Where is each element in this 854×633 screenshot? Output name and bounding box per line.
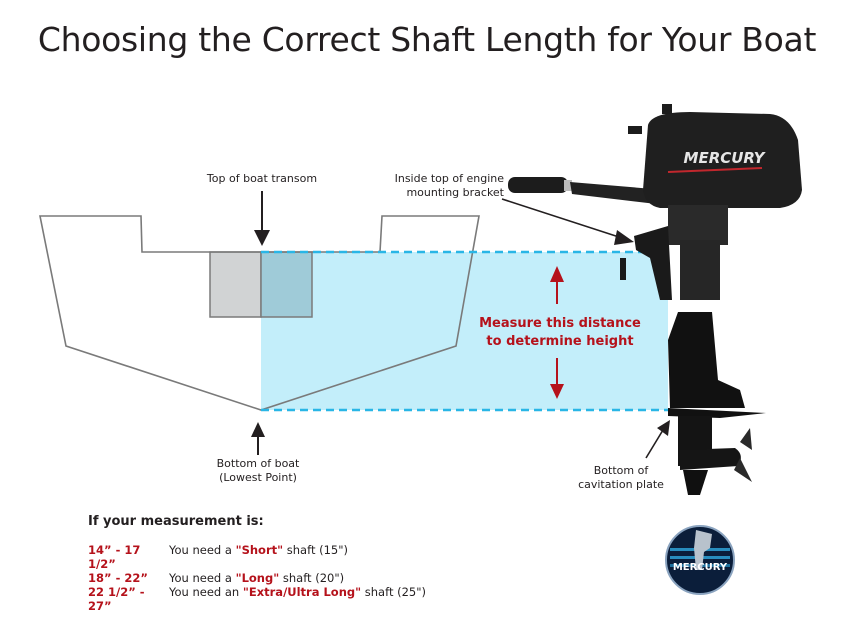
measurement-area xyxy=(261,252,668,410)
row-text: You need a "Short" shaft (15") xyxy=(169,543,348,557)
transom-block xyxy=(209,251,262,318)
svg-text:MERCURY: MERCURY xyxy=(684,149,767,167)
table-row: 14” - 17 1/2” You need a "Short" shaft (… xyxy=(88,543,426,571)
row-text: You need an "Extra/Ultra Long" shaft (25… xyxy=(169,585,427,599)
svg-text:MERCURY: MERCURY xyxy=(673,562,728,573)
label-cavitation: Bottom of cavitation plate xyxy=(566,464,676,492)
boat-hull-outline xyxy=(39,215,480,411)
page-title: Choosing the Correct Shaft Length for Yo… xyxy=(37,20,817,59)
table-heading: If your measurement is: xyxy=(88,514,264,529)
label-text: Top of boat transom xyxy=(206,172,318,185)
mercury-logo: MERCURY xyxy=(665,525,735,595)
outboard-engine-image: MERCURY xyxy=(508,104,802,495)
measure-text: to determine height xyxy=(486,334,634,349)
measure-text: Measure this distance xyxy=(479,316,641,331)
label-text: Bottom of boat xyxy=(216,457,300,470)
label-transom-top: Top of boat transom xyxy=(195,172,329,186)
label-text: (Lowest Point) xyxy=(219,471,297,484)
label-bracket: Inside top of engine mounting bracket xyxy=(380,172,504,200)
row-text: You need a "Long" shaft (20") xyxy=(169,571,345,585)
range-value: 22 1/2” - 27” xyxy=(88,585,145,613)
measure-instruction: Measure this distance to determine heigh… xyxy=(470,315,650,351)
table-row: 18” - 22” You need a "Long" shaft (20") xyxy=(88,571,426,585)
label-text: Inside top of engine xyxy=(394,172,504,185)
shaft-length-table: If your measurement is: 14” - 17 1/2” Yo… xyxy=(88,514,426,613)
table-row: 22 1/2” - 27” You need an "Extra/Ultra L… xyxy=(88,585,426,613)
label-text: mounting bracket xyxy=(406,186,504,199)
label-text: cavitation plate xyxy=(578,478,664,491)
label-boat-bottom: Bottom of boat (Lowest Point) xyxy=(200,457,316,485)
label-text: Bottom of xyxy=(593,464,649,477)
range-value: 14” - 17 1/2” xyxy=(88,543,141,571)
range-value: 18” - 22” xyxy=(88,571,148,585)
bracket-arrow-icon xyxy=(501,198,623,239)
cavitation-arrow-icon xyxy=(645,429,664,459)
